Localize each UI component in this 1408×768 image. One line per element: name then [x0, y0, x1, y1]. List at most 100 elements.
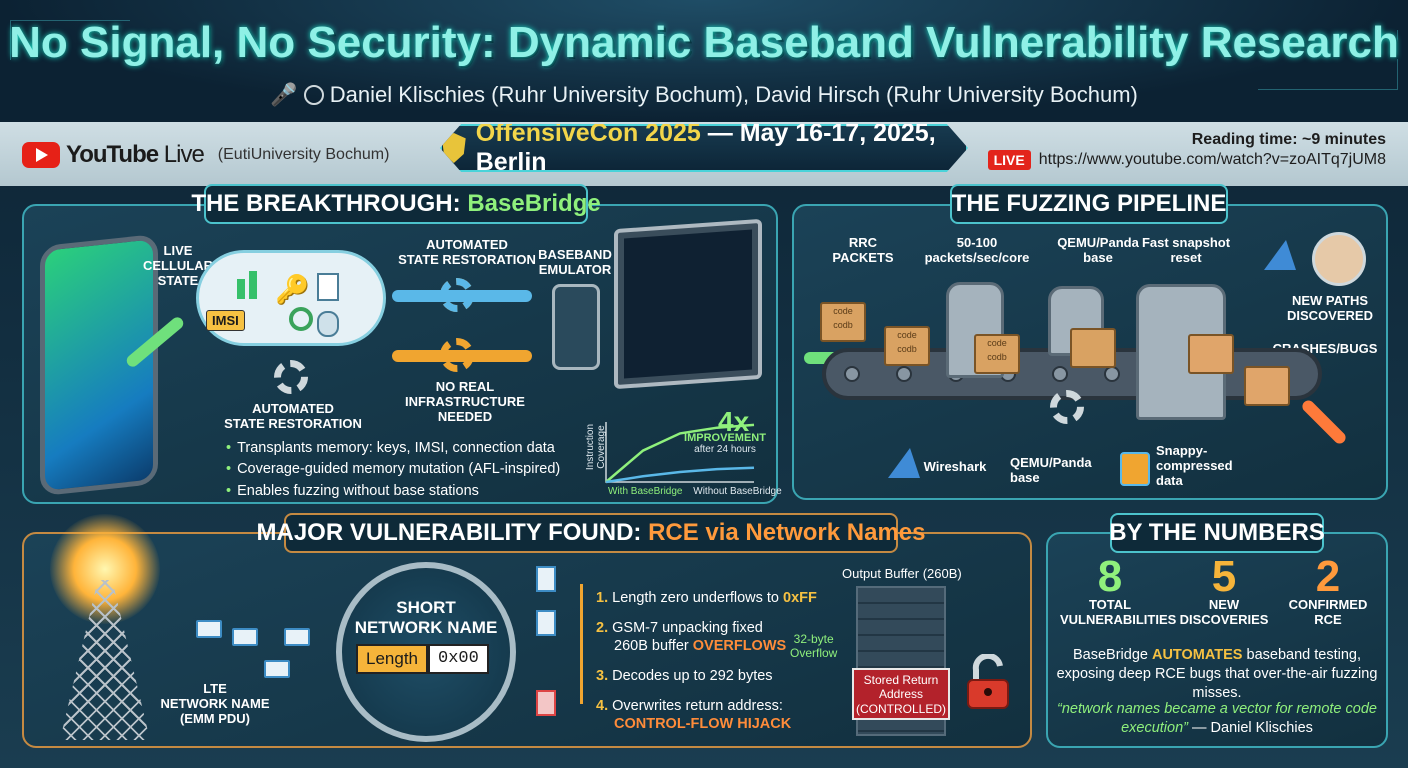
numbers-title: BY THE NUMBERS — [1109, 513, 1325, 553]
document-icon — [536, 566, 556, 592]
corrupted-document-icon — [536, 690, 556, 716]
envelope-icon — [264, 660, 290, 678]
breakthrough-title: THE BREAKTHROUGH: BaseBridge — [191, 184, 601, 224]
circuit-decoration — [10, 20, 130, 60]
youtube-live-label: YouTube Live — [66, 141, 205, 168]
microphone-icon: 🎤 — [270, 82, 298, 107]
roller — [1052, 366, 1068, 382]
series-line-without-basebridge — [605, 466, 755, 484]
coverage-chart-svg — [605, 422, 755, 484]
wireshark-fin-icon — [888, 448, 920, 478]
vulnerability-title: MAJOR VULNERABILITY FOUND: RCE via Netwo… — [257, 513, 926, 553]
stat-total: 8 TOTAL VULNERABILITIES — [1060, 552, 1177, 628]
stat-label: NEW DISCOVERIES — [1179, 597, 1269, 627]
wireshark-label: Wireshark — [923, 459, 987, 474]
exploit-steps: 1. Length zero underflows to 0xFF 2. GSM… — [596, 588, 836, 738]
gear-icon — [1050, 390, 1084, 424]
arrow-icon — [392, 350, 532, 362]
youtube-play-icon — [22, 142, 60, 168]
qemu-top-label: QEMU/Panda base — [1057, 235, 1139, 265]
step-4-cont: CONTROL-FLOW HIJACK — [614, 716, 792, 732]
live-state-label: LIVE CELLULAR STATE — [142, 243, 214, 288]
packet-box: code codb — [884, 326, 930, 366]
qemu-bottom-label: QEMU/Panda base — [1010, 455, 1092, 485]
university-seal-icon — [303, 85, 324, 105]
stored-return-address: Stored Return Address (CONTROLLED) — [852, 668, 950, 720]
shark-fin-logo-icon — [1264, 240, 1296, 270]
stat-label: TOTAL VULNERABILITIES — [1060, 597, 1177, 627]
memory-cloud: 🔑 — [196, 250, 386, 346]
document-icon — [536, 610, 556, 636]
numbers-description: BaseBridge AUTOMATES baseband testing, e… — [1056, 647, 1378, 701]
header-banner — [0, 0, 1408, 122]
flow-line — [580, 584, 583, 704]
step-4: 4. Overwrites return address: — [596, 698, 783, 714]
shield-lock-icon — [442, 133, 466, 163]
conference-banner: OffensiveCon 2025 — May 16-17, 2025, Ber… — [440, 124, 968, 172]
speaker-quote: “network names became a vector for remot… — [1057, 701, 1377, 736]
auto-restore-label-top: AUTOMATED STATE RESTORATION — [398, 237, 536, 267]
stat-value: 8 — [1097, 552, 1123, 601]
packet-box: code codb — [820, 302, 866, 342]
legend-without: Without BaseBridge — [693, 486, 782, 497]
roller — [844, 366, 860, 382]
envelope-icon — [284, 628, 310, 646]
new-paths-label: NEW PATHS DISCOVERED — [1287, 293, 1373, 323]
authors-text: Daniel Klischies (Ruhr University Bochum… — [329, 82, 1138, 107]
reading-time: Reading time: ~9 minutes — [1191, 131, 1386, 148]
packet-box: code codb — [974, 334, 1020, 374]
roller — [1104, 366, 1120, 382]
chart-sub-label: after 24 hours — [694, 444, 756, 455]
length-value: 0x00 — [428, 644, 489, 674]
rate-label: 50-100 packets/sec/core — [924, 235, 1030, 265]
crash-box — [1188, 334, 1234, 374]
imsi-tag: IMSI — [206, 310, 245, 331]
stat-value: 5 — [1211, 552, 1237, 601]
gear-icon — [274, 360, 308, 394]
stat-rce: 2 CONFIRMED RCE — [1278, 552, 1378, 628]
bar-chart-icon — [249, 271, 257, 299]
list-item: Enables fuzzing without base stations — [226, 481, 560, 502]
short-network-name-label: SHORT NETWORK NAME — [354, 598, 498, 637]
step-1: 1. Length zero underflows to 0xFF — [596, 590, 817, 606]
emulated-phone-icon — [552, 284, 600, 370]
envelope-icon — [232, 628, 258, 646]
conference-text: OffensiveCon 2025 — May 16-17, 2025, Ber… — [475, 119, 936, 176]
buffer-title: Output Buffer (260B) — [842, 566, 962, 581]
rrc-label: RRC PACKETS — [832, 235, 894, 265]
overflow-label: 32-byte Overflow — [790, 632, 838, 661]
list-item: Coverage-guided memory mutation (AFL-ins… — [226, 459, 560, 480]
packet-box — [1070, 328, 1116, 368]
magnifier-icon — [289, 307, 313, 331]
lte-label: LTE NETWORK NAME (EMM PDU) — [160, 681, 270, 726]
coverage-chart: 4x IMPROVEMENT after 24 hours Instructio… — [578, 406, 782, 498]
breakthrough-bullets: Transplants memory: keys, IMSI, connecti… — [226, 438, 560, 502]
length-field: Length 0x00 — [356, 644, 489, 674]
fuzzing-title: THE FUZZING PIPELINE — [950, 184, 1228, 224]
auto-restore-label-bottom: AUTOMATED STATE RESTORATION — [224, 401, 362, 431]
page-title: No Signal, No Security: Dynamic Baseband… — [9, 18, 1399, 67]
database-icon — [317, 311, 339, 337]
youtube-channel-sub: (EutiUniversity Bochum) — [217, 146, 390, 163]
document-icon — [317, 273, 339, 301]
step-2-cont: 260B buffer OVERFLOWS — [614, 638, 787, 654]
monitor-illustration — [614, 218, 762, 390]
live-url-row[interactable]: LIVE https://www.youtube.com/watch?v=zoA… — [987, 150, 1386, 170]
bar-chart-icon — [237, 279, 245, 299]
crash-box — [1244, 366, 1290, 406]
chart-legend: With BaseBridge Without BaseBridge — [608, 486, 790, 497]
snappy-label: Snappy- compressed data — [1156, 443, 1233, 488]
legend-with: With BaseBridge — [608, 486, 683, 497]
live-badge: LIVE — [987, 150, 1031, 170]
youtube-live-source[interactable]: YouTube Live (EutiUniversity Bochum) — [22, 140, 389, 170]
video-url-link[interactable]: https://www.youtube.com/watch?v=zoAITq7j… — [1038, 151, 1386, 168]
series-line-with-basebridge — [605, 423, 755, 483]
researcher-avatar — [1312, 232, 1366, 286]
stat-label: CONFIRMED RCE — [1288, 597, 1368, 627]
list-item: Transplants memory: keys, IMSI, connecti… — [226, 438, 560, 459]
envelope-icon — [196, 620, 222, 638]
length-key: Length — [356, 644, 428, 674]
compressed-data-icon — [1120, 452, 1150, 486]
numbers-panel — [1046, 532, 1388, 748]
roller — [896, 366, 912, 382]
